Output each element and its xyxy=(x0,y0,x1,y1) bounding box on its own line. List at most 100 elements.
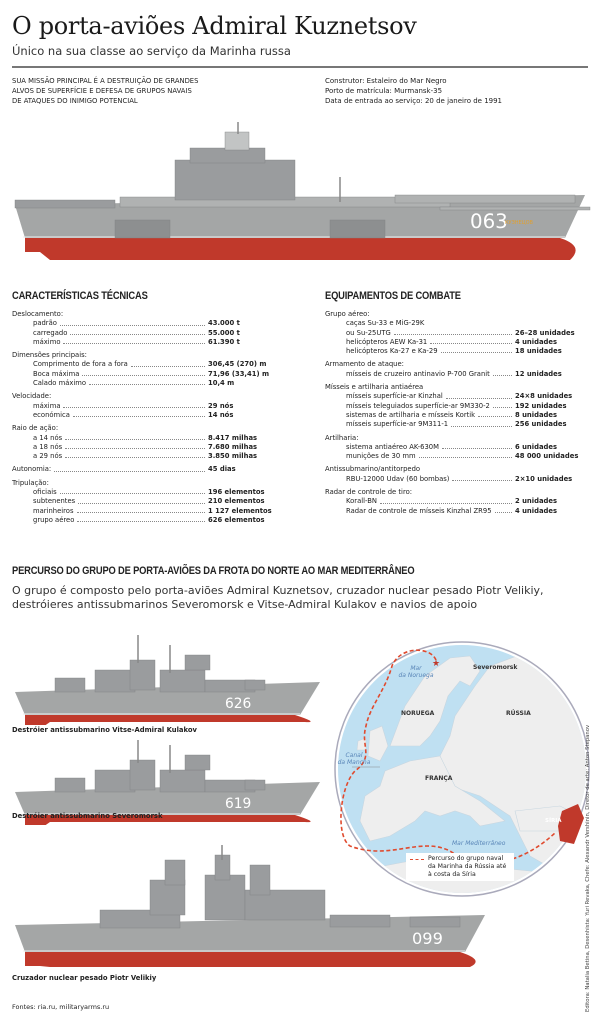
dot-leader xyxy=(89,379,205,386)
superstructure xyxy=(184,654,211,671)
label-russia: RÚSSIA xyxy=(506,710,531,717)
spec-value: 8 unidades xyxy=(515,410,558,419)
spec-value: 45 dias xyxy=(208,465,236,474)
dot-leader xyxy=(59,488,205,495)
superstructure xyxy=(54,677,86,693)
spec-name: ou Su-25UTG xyxy=(346,328,391,337)
spec-value: 210 elementos xyxy=(208,497,265,506)
spec-value: 14 nós xyxy=(208,410,234,419)
spec-value: 55.000 t xyxy=(208,328,240,337)
ship-velikiy-illustration: 099 xyxy=(15,845,485,967)
superstructure xyxy=(329,219,386,239)
dot-leader xyxy=(77,516,205,523)
dot-leader xyxy=(492,402,512,408)
spec-value: 2×10 unidades xyxy=(515,474,573,483)
spec-name: a 14 nós xyxy=(33,433,63,442)
label-syria: SÍRIA xyxy=(545,818,562,824)
hull-number: 063 xyxy=(470,210,508,233)
superstructure xyxy=(409,916,461,928)
spec-group-label: Raio de ação: xyxy=(12,424,59,433)
hull-number: 626 xyxy=(225,696,251,712)
ship-caption: Destróier antissubmarino Severomorsk xyxy=(12,812,163,820)
spec-name: Radar de controle de mísseis Kinzhal ZR9… xyxy=(346,506,492,515)
spec-value: 4 unidades xyxy=(515,337,558,346)
dot-leader xyxy=(78,497,205,504)
spec-group-label: Grupo aéreo: xyxy=(325,310,370,318)
spec-value: 6 unidades xyxy=(515,442,558,451)
spec-name: máximo xyxy=(33,337,61,346)
route-map: ★ xyxy=(334,641,590,897)
spec-row: RBU-12000 Udav (60 bombas) 2×10 unidades xyxy=(325,474,573,484)
tech-heading: CARACTERÍSTICAS TÉCNICAS xyxy=(12,290,148,302)
superstructure xyxy=(244,779,266,791)
label-norway: NORUEGA xyxy=(401,710,435,717)
mission-text: Sua missão principal é a destruição de g… xyxy=(12,76,232,106)
superstructure xyxy=(204,874,246,921)
route-legend-line xyxy=(410,859,424,879)
spec-value: 7.680 milhas xyxy=(208,442,258,451)
spec-value: 61.390 t xyxy=(208,337,240,346)
superstructure xyxy=(94,769,136,793)
hull-underwater xyxy=(25,238,576,260)
syria-highlight xyxy=(558,804,584,844)
dot-leader xyxy=(70,329,205,335)
page-title: O porta-aviões Admiral Kuznetsov xyxy=(12,12,417,40)
superstructure xyxy=(159,769,206,793)
spec-group-label: Armamento de ataque: xyxy=(325,360,404,369)
dot-leader xyxy=(72,411,205,418)
spec-name: RBU-12000 Udav (60 bombas) xyxy=(346,474,450,483)
mission-line: de ataques do inimigo potencial xyxy=(12,97,138,105)
hull-underwater xyxy=(25,815,311,825)
label-mediterranean: Mar Mediterrâneo xyxy=(452,840,506,847)
superstructure xyxy=(14,199,116,209)
spec-name: Boca máxima xyxy=(33,369,80,378)
dot-leader xyxy=(478,411,512,418)
spec-name: Calado máximo xyxy=(33,379,87,388)
spec-value: 29 nós xyxy=(208,401,234,410)
dot-leader xyxy=(494,507,512,513)
superstructure xyxy=(184,754,211,771)
spec-name: helicópteros Ka-27 e Ka-29 xyxy=(346,347,438,356)
superstructure xyxy=(129,759,156,791)
spec-value: 24×8 unidades xyxy=(515,392,573,401)
spec-value: 43.000 t xyxy=(208,319,240,328)
spec-group-label: Dimensões principais: xyxy=(12,351,87,360)
label-norwegian-sea: Mar da Noruega xyxy=(398,665,434,679)
dot-leader xyxy=(451,420,512,427)
dot-leader xyxy=(441,443,512,450)
hull-underwater xyxy=(25,952,476,967)
spec-group-label: Artilharia: xyxy=(325,433,359,442)
ship-caption: Destróier antissubmarino Vitse-Admiral K… xyxy=(12,726,197,734)
superstructure xyxy=(164,859,186,886)
spec-row: sistema antiaéreo AK-630M 6 unidades xyxy=(325,443,569,452)
spec-row: máximo 61.390 t xyxy=(12,338,274,347)
spec-name: oficiais xyxy=(33,488,57,497)
dot-leader xyxy=(76,507,205,513)
spec-name: sistema antiaéreo AK-630M xyxy=(346,442,439,451)
page-subtitle: Único na sua classe ao serviço da Marinh… xyxy=(12,44,291,58)
tech-specs: CARACTERÍSTICAS TÉCNICAS Deslocamento:pa… xyxy=(12,290,274,525)
spec-value: 1 127 elementos xyxy=(208,506,272,515)
legend-text: Percurso do grupo naval da Marinha da Rú… xyxy=(428,855,507,878)
spec-name: a 29 nós xyxy=(33,452,63,461)
spec-value: 12 unidades xyxy=(515,369,562,378)
dot-leader xyxy=(492,370,512,377)
label-france: FRANÇA xyxy=(425,775,453,782)
ship-facts: Construtor: Estaleiro do Mar Negro Porto… xyxy=(325,76,502,106)
label-severomorsk: Severomorsk xyxy=(473,664,518,671)
severomorsk-star-icon: ★ xyxy=(432,659,440,669)
ship-caption: Cruzador nuclear pesado Piotr Velikiy xyxy=(12,974,157,982)
